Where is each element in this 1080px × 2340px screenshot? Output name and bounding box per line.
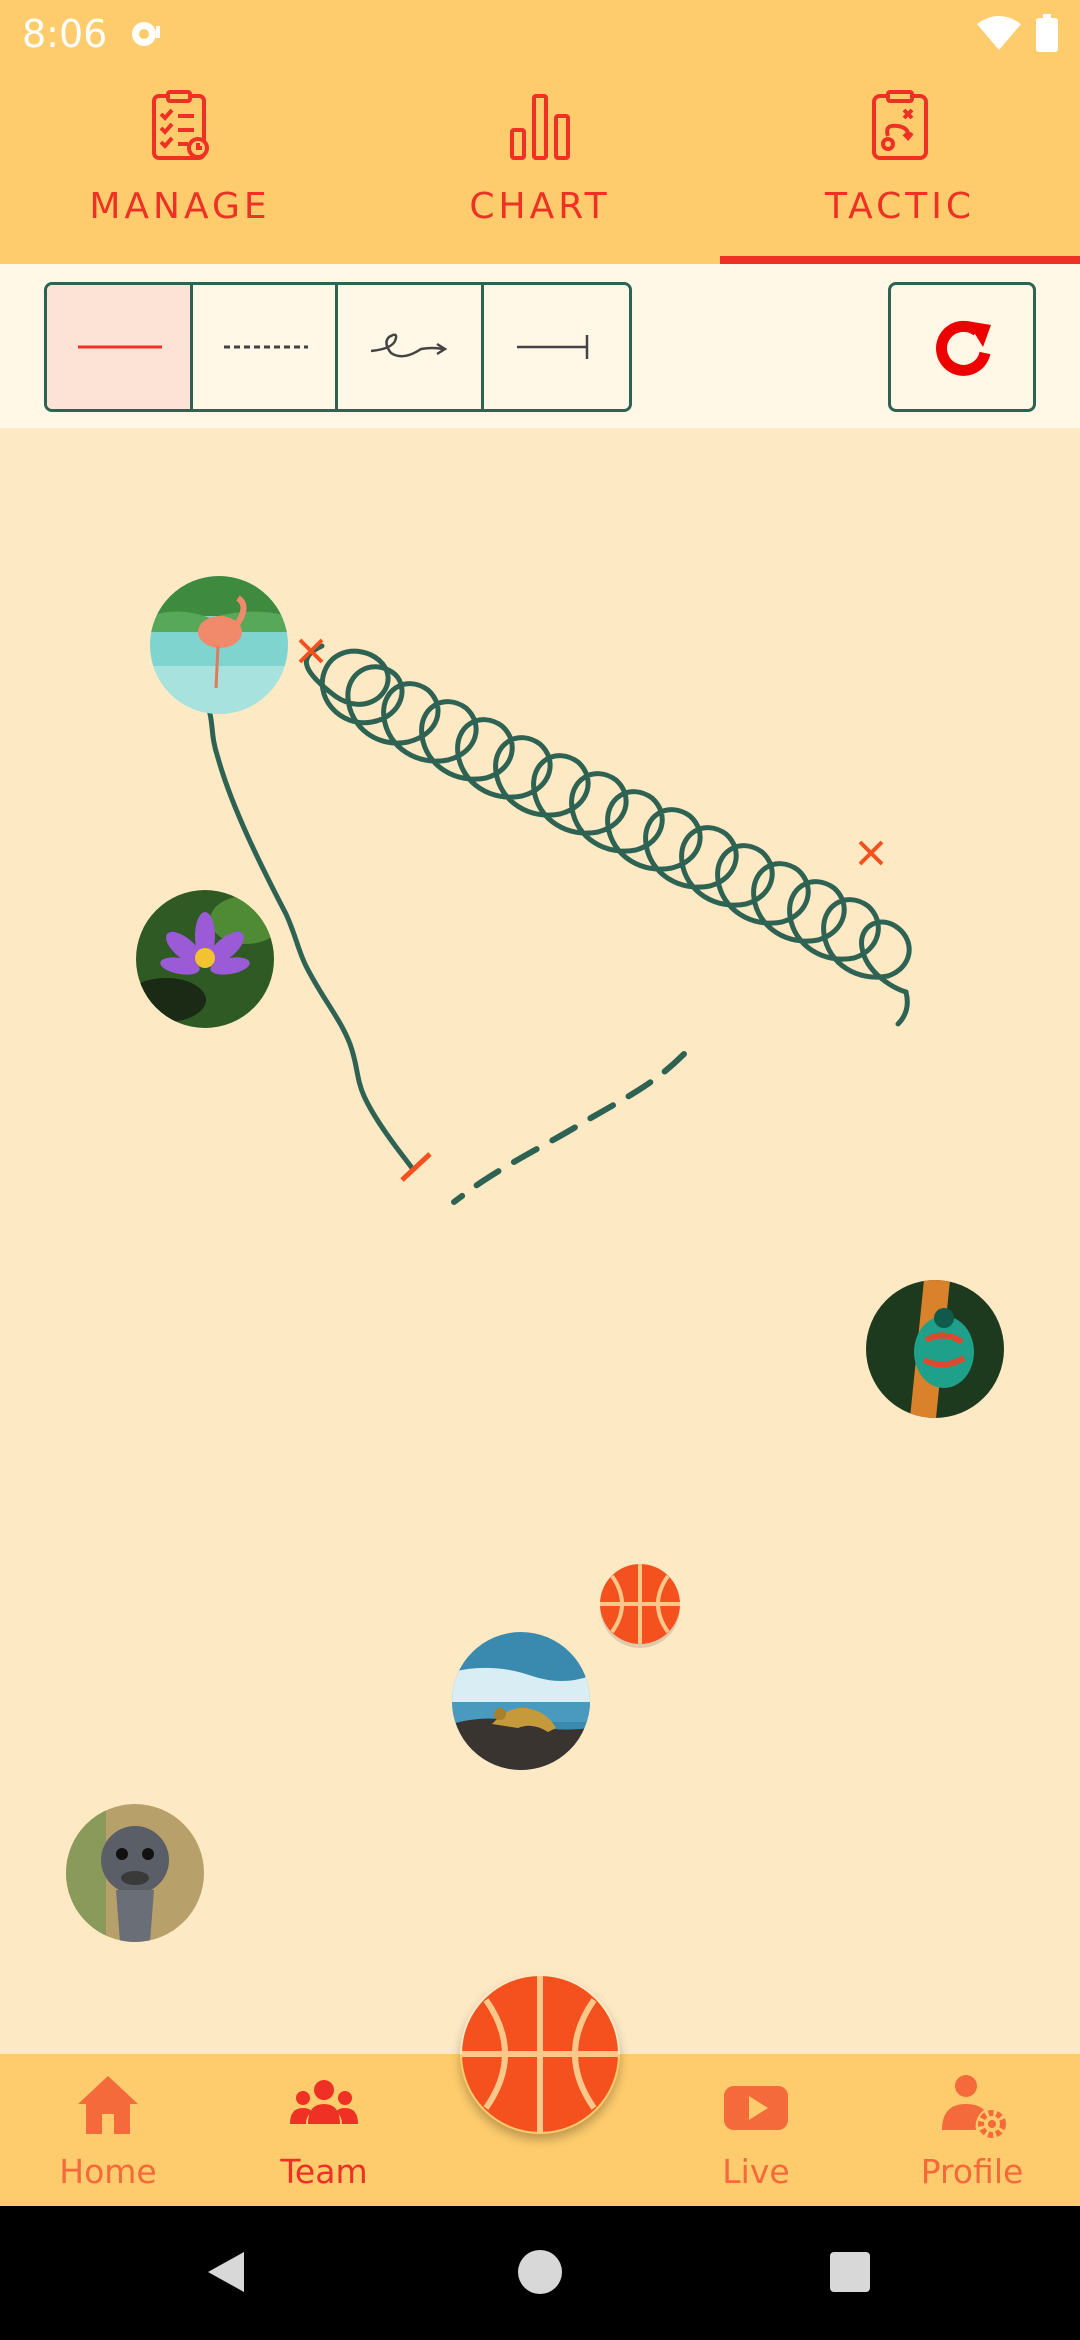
nav-live[interactable]: Live bbox=[648, 2054, 864, 2206]
tool-dribble-line[interactable] bbox=[338, 285, 484, 409]
profile-settings-icon bbox=[942, 2075, 1006, 2138]
system-navigation-bar bbox=[0, 2206, 1080, 2340]
iguana-avatar bbox=[452, 1632, 590, 1770]
basketball-fab[interactable] bbox=[460, 1974, 620, 2134]
tool-solid-line[interactable] bbox=[47, 285, 193, 409]
back-icon[interactable] bbox=[204, 2250, 248, 2294]
player-ostrich[interactable] bbox=[66, 1804, 204, 1942]
dashed-line-icon bbox=[223, 345, 308, 349]
tab-manage[interactable]: MANAGE bbox=[0, 66, 360, 264]
nav-label: Home bbox=[59, 2152, 157, 2191]
solid-route bbox=[205, 703, 415, 1171]
nav-profile[interactable]: Profile bbox=[864, 2054, 1080, 2206]
clipboard-checklist-icon bbox=[152, 90, 209, 160]
nav-label: Team bbox=[280, 2152, 368, 2191]
tab-label: MANAGE bbox=[89, 186, 271, 227]
player-iguana[interactable] bbox=[452, 1632, 590, 1770]
team-icon bbox=[290, 2080, 358, 2124]
player-flamingo[interactable] bbox=[150, 576, 288, 714]
notification-icon bbox=[132, 22, 160, 46]
home-icon bbox=[78, 2076, 138, 2134]
drawing-toolbar bbox=[0, 264, 1080, 428]
tab-chart[interactable]: CHART bbox=[360, 66, 720, 264]
lotus-avatar bbox=[136, 890, 274, 1028]
ball-marker[interactable] bbox=[596, 1562, 684, 1650]
tool-dashed-line[interactable] bbox=[192, 285, 338, 409]
bar-chart-icon bbox=[510, 94, 570, 160]
tab-label: TACTIC bbox=[824, 186, 976, 227]
solid-line-icon bbox=[78, 345, 162, 349]
screen-line-icon bbox=[516, 335, 588, 359]
tool-screen-line[interactable] bbox=[483, 285, 629, 409]
battery-icon bbox=[1036, 14, 1058, 52]
active-tab-indicator bbox=[720, 256, 1080, 264]
route-start-marker bbox=[298, 638, 324, 664]
ostrich-avatar bbox=[66, 1804, 204, 1942]
redo-button[interactable] bbox=[888, 282, 1036, 412]
nav-label: Profile bbox=[920, 2152, 1024, 2191]
status-time: 8:06 bbox=[22, 12, 108, 56]
screen-end bbox=[400, 1152, 432, 1182]
dribble-arrow-icon bbox=[370, 333, 448, 358]
tactic-court[interactable] bbox=[0, 428, 1080, 2054]
redo-icon bbox=[936, 320, 991, 376]
home-button-icon[interactable] bbox=[518, 2250, 562, 2294]
nav-team[interactable]: Team bbox=[216, 2054, 432, 2206]
nav-label: Live bbox=[722, 2152, 790, 2191]
tab-tactic[interactable]: TACTIC bbox=[720, 66, 1080, 264]
line-type-selector bbox=[44, 282, 632, 412]
top-tab-bar: MANAGE CHART TACTIC bbox=[0, 66, 1080, 264]
dribble-route bbox=[303, 643, 912, 1027]
recents-icon[interactable] bbox=[830, 2252, 870, 2292]
tab-label: CHART bbox=[469, 186, 611, 227]
wifi-icon bbox=[977, 16, 1021, 50]
flamingo-avatar bbox=[150, 576, 288, 714]
status-bar: 8:06 bbox=[0, 0, 1080, 66]
youtube-icon bbox=[724, 2086, 788, 2130]
nav-home[interactable]: Home bbox=[0, 2054, 216, 2206]
beetle-avatar bbox=[866, 1280, 1004, 1418]
tactic-board-icon bbox=[872, 90, 928, 160]
player-water-lily[interactable] bbox=[136, 890, 274, 1028]
player-beetle[interactable] bbox=[866, 1280, 1004, 1418]
pass-route bbox=[451, 1051, 687, 1205]
drawn-routes bbox=[205, 638, 912, 1205]
route-start-marker bbox=[858, 840, 884, 866]
